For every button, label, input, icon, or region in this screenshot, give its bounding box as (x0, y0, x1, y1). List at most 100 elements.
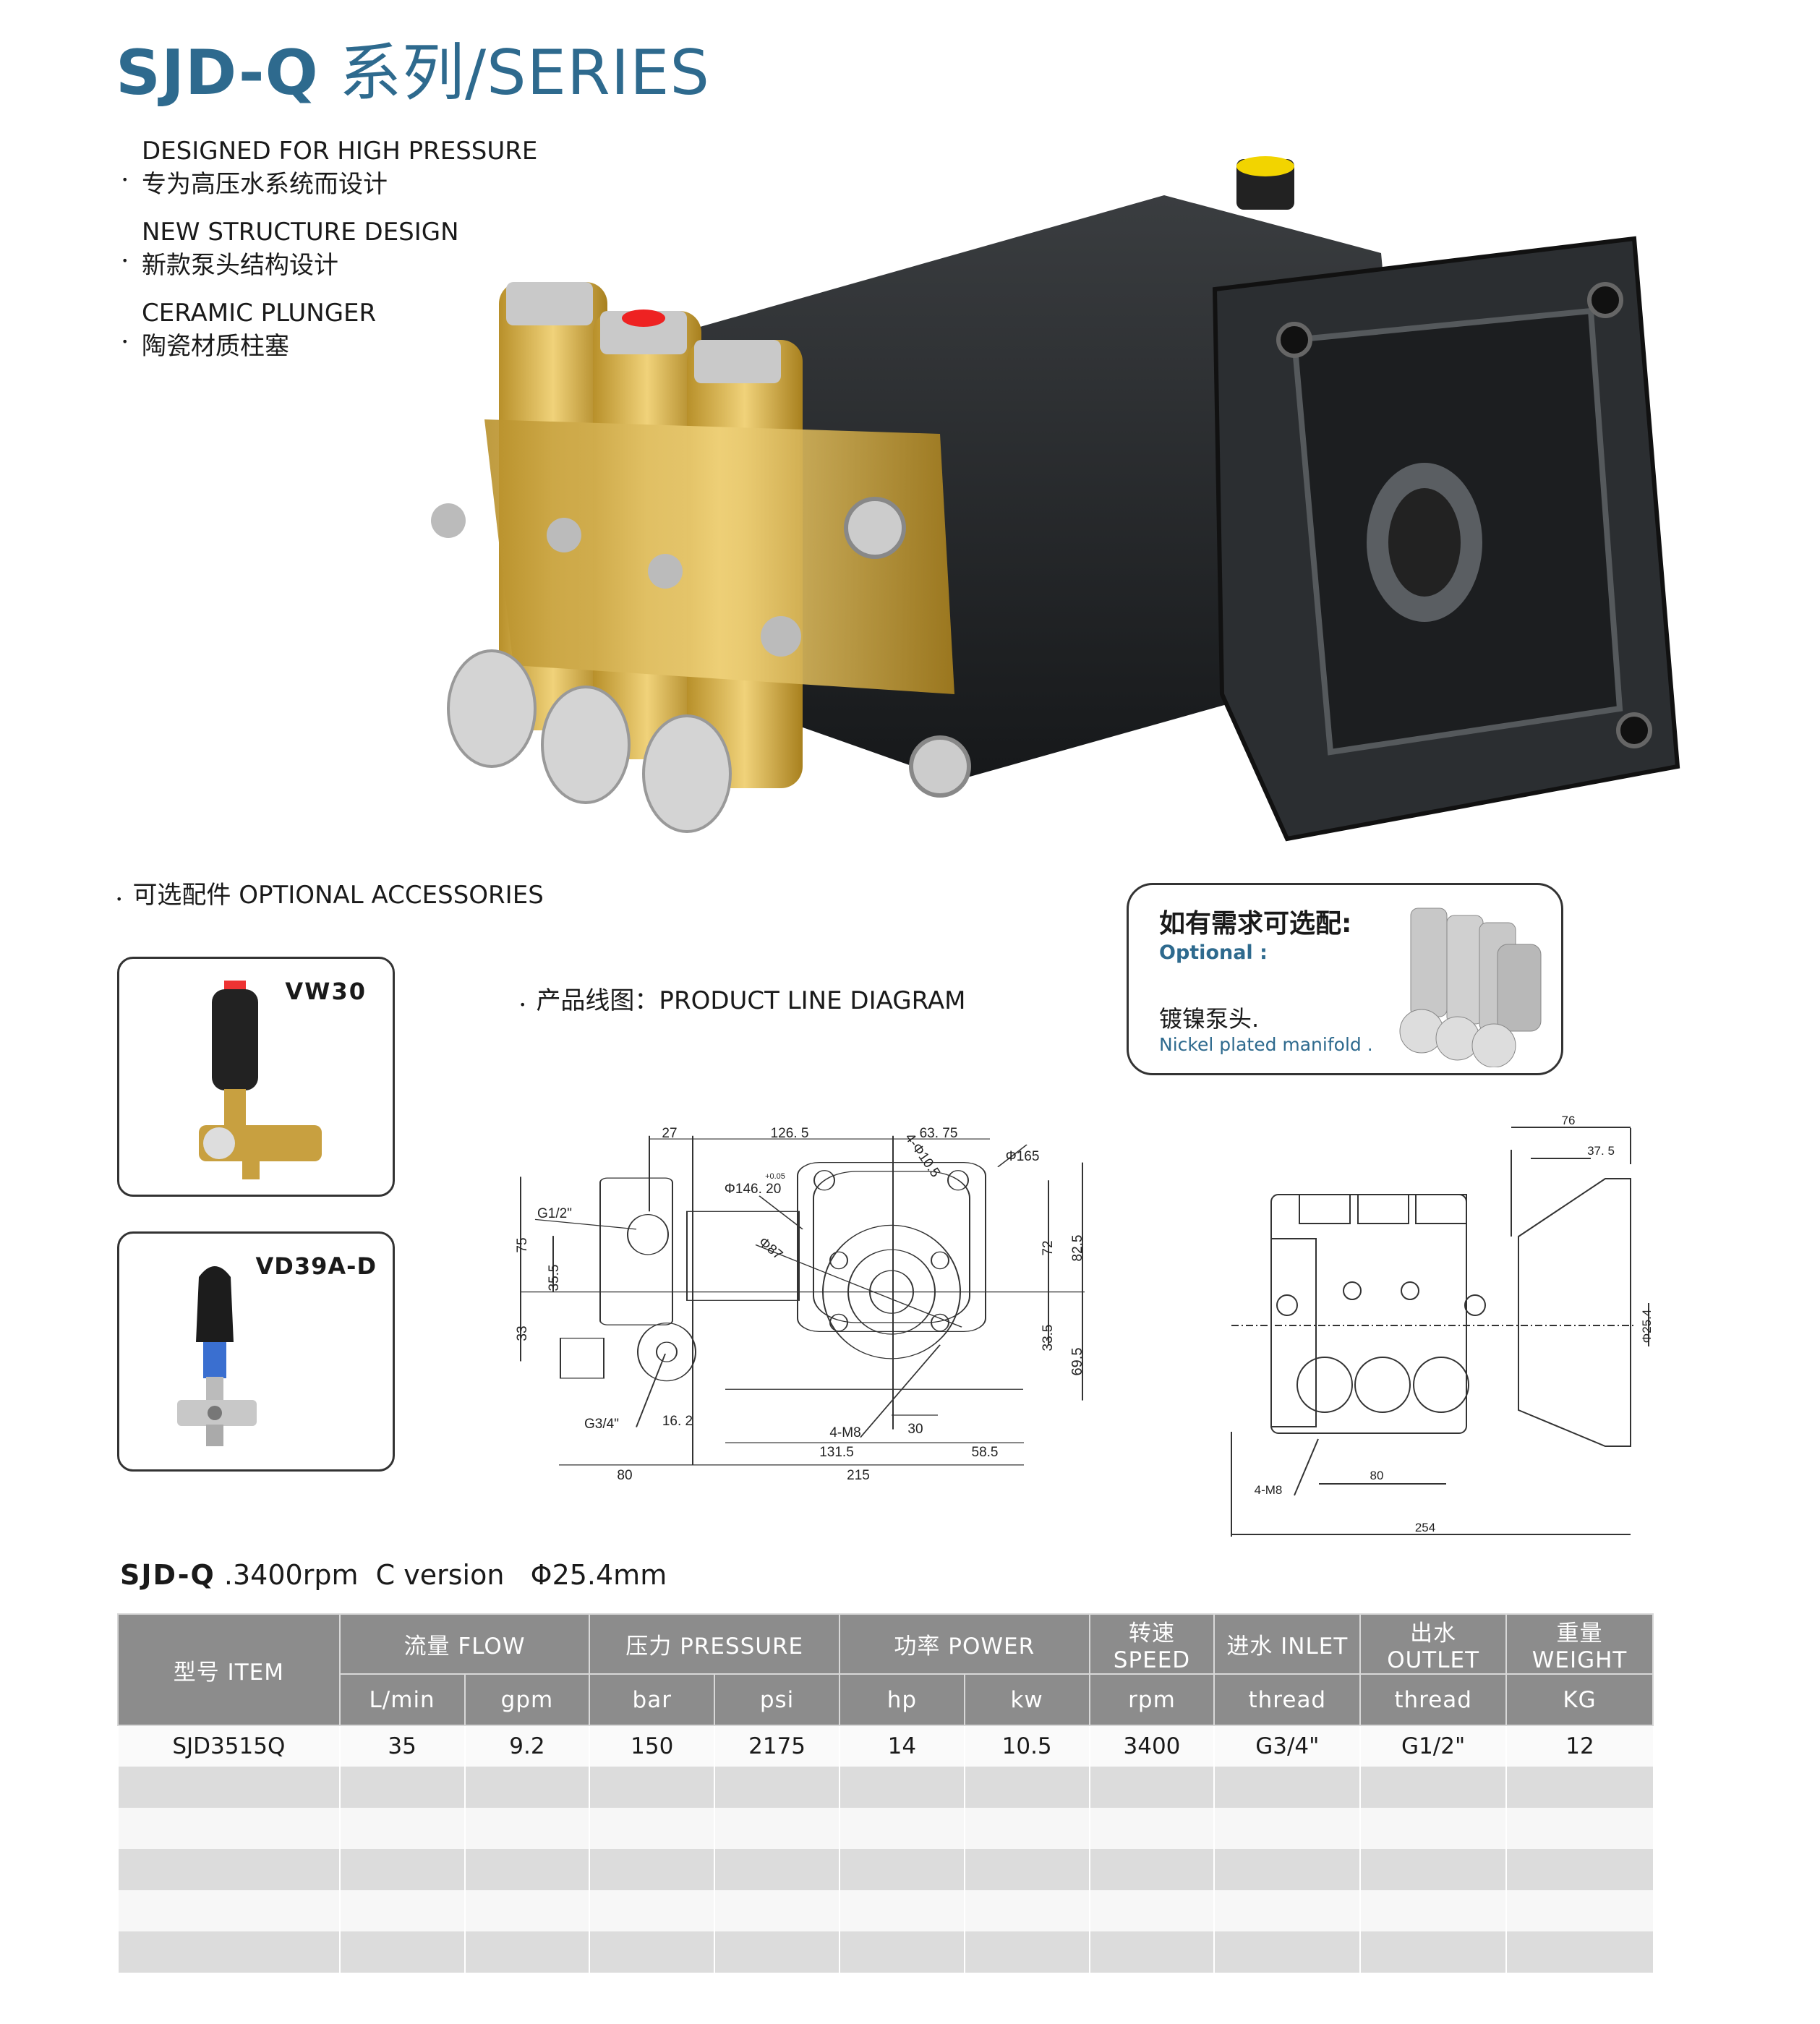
dim-label: 215 (847, 1468, 870, 1483)
dim-label: 58.5 (972, 1445, 999, 1460)
spec-details: .3400rpm C version Φ25.4mm (215, 1559, 667, 1591)
cell-flow-lmin: 35 (338, 1725, 465, 1767)
dim-label: G1/2" (537, 1206, 572, 1221)
dim-label: 69.5 (1069, 1348, 1085, 1376)
cell-pressure-bar: 150 (589, 1725, 715, 1767)
cell-weight: 12 (1505, 1725, 1653, 1767)
dim-label: 33.5 (1041, 1325, 1056, 1352)
title-model: SJD-Q (116, 37, 319, 109)
accessory-label: VW30 (285, 978, 367, 1005)
side-dimension-drawing: 76 37. 5 Φ25.4 4-M8 80 254 (1231, 1114, 1654, 1537)
bullet-icon: • (121, 335, 129, 349)
optional-en: Nickel plated manifold . (1159, 1034, 1373, 1055)
unit-hp: hp (839, 1673, 965, 1726)
dim-label: 37. 5 (1587, 1144, 1615, 1158)
dim-label: 35.5 (547, 1265, 562, 1291)
dim-label: 80 (617, 1468, 632, 1483)
unit-inlet-thread: thread (1213, 1673, 1362, 1726)
cell-outlet: G1/2" (1359, 1725, 1507, 1767)
dim-label: 126. 5 (771, 1126, 809, 1141)
vw30-valve-image (199, 981, 322, 1179)
spec-subtitle: SJD-Q .3400rpm C version Φ25.4mm (120, 1559, 667, 1591)
unit-bar: bar (589, 1673, 716, 1726)
cell-pressure-psi: 2175 (714, 1725, 839, 1767)
unit-gpm: gpm (463, 1673, 591, 1726)
dim-label: Φ25.4 (1640, 1310, 1654, 1344)
unit-kg: KG (1505, 1673, 1654, 1726)
dim-label: Φ146. 20 (725, 1182, 782, 1197)
optional-zh: 镀镍泵头. (1159, 1005, 1260, 1033)
unit-kw: kw (963, 1673, 1090, 1726)
dim-label: 63. 75 (920, 1126, 958, 1141)
table-row-empty (117, 1931, 1653, 1973)
title-series: 系列/SERIES (339, 37, 711, 109)
unit-lmin: L/min (338, 1673, 466, 1726)
table-row-empty (117, 1767, 1653, 1808)
header-power: 功率 POWER (839, 1613, 1090, 1675)
dim-label: G3/4" (584, 1417, 619, 1432)
spec-model: SJD-Q (120, 1559, 215, 1591)
vd39a-d-valve-image (177, 1266, 257, 1446)
dim-label: Φ165 (1006, 1149, 1040, 1164)
dim-label: 4-M8 (829, 1425, 860, 1440)
feature-item: • NEW STRUCTURE DESIGN 新款泵头结构设计 (121, 215, 459, 282)
dim-label: 27 (662, 1126, 677, 1141)
accessory-card-vw30[interactable]: VW30 (117, 957, 395, 1197)
feature-item: • CERAMIC PLUNGER 陶瓷材质柱塞 (121, 296, 376, 363)
table-row-empty (117, 1890, 1653, 1931)
bullet-icon: • (519, 998, 526, 1012)
diagram-heading-text: 产品线图：PRODUCT LINE DIAGRAM (536, 986, 966, 1015)
dim-label: 80 (1370, 1469, 1384, 1482)
dim-label: 4-M8 (1255, 1483, 1283, 1497)
front-dimension-drawing: 27 126. 5 63. 75 4-Φ10.5 Φ165 Φ146. 20 +… (515, 1126, 1085, 1483)
dim-label: 16. 2 (662, 1414, 693, 1429)
unit-psi: psi (714, 1673, 840, 1726)
header-pressure: 压力 PRESSURE (589, 1613, 840, 1675)
dim-label: 82.5 (1070, 1235, 1085, 1262)
cell-power-hp: 14 (839, 1725, 965, 1767)
header-outlet: 出水 OUTLET (1359, 1613, 1508, 1675)
header-weight: 重量 WEIGHT (1505, 1613, 1654, 1675)
optional-title: 如有需求可选配: (1159, 909, 1352, 939)
feature-en: NEW STRUCTURE DESIGN (142, 218, 459, 247)
feature-zh: 新款泵头结构设计 (142, 251, 338, 280)
accessory-card-vd39a-d[interactable]: VD39A-D (117, 1231, 395, 1472)
bullet-icon: • (121, 173, 129, 187)
accessories-heading: •可选配件 OPTIONAL ACCESSORIES (116, 875, 544, 910)
spec-table: 型号 ITEM 流量 FLOW 压力 PRESSURE 功率 POWER 转速 … (117, 1613, 1654, 1973)
feature-en: CERAMIC PLUNGER (142, 299, 377, 328)
unit-outlet-thread: thread (1359, 1673, 1508, 1726)
page-title: SJD-Q 系列/SERIES (116, 22, 710, 112)
cell-flow-gpm: 9.2 (463, 1725, 590, 1767)
dim-label: 30 (907, 1422, 923, 1437)
bullet-icon: • (121, 254, 129, 268)
feature-en: DESIGNED FOR HIGH PRESSURE (142, 137, 538, 166)
header-inlet: 进水 INLET (1213, 1613, 1362, 1675)
dim-label: 76 (1562, 1114, 1576, 1127)
unit-rpm: rpm (1088, 1673, 1216, 1726)
dim-label: 72 (1041, 1240, 1056, 1255)
pump-product-image (431, 156, 1680, 842)
dim-label: 131.5 (819, 1445, 854, 1460)
table-row-empty (117, 1849, 1653, 1890)
feature-zh: 陶瓷材质柱塞 (142, 332, 289, 361)
dim-label: 254 (1415, 1521, 1435, 1534)
cell-speed: 3400 (1088, 1725, 1215, 1767)
nickel-manifold-image (1399, 908, 1542, 1067)
header-flow: 流量 FLOW (338, 1613, 591, 1675)
bullet-icon: • (116, 892, 123, 906)
cell-power-kw: 10.5 (963, 1725, 1090, 1767)
optional-nickel-manifold-box: 如有需求可选配: Optional : 镀镍泵头. Nickel plated … (1127, 883, 1563, 1075)
header-item: 型号 ITEM (117, 1613, 341, 1726)
cell-inlet: G3/4" (1213, 1725, 1361, 1767)
feature-zh: 专为高压水系统而设计 (142, 170, 388, 199)
dim-label: +0.05 (765, 1172, 785, 1181)
header-speed: 转速 SPEED (1088, 1613, 1216, 1675)
table-row-empty (117, 1808, 1653, 1849)
diagram-heading: • 产品线图：PRODUCT LINE DIAGRAM (519, 981, 965, 1016)
table-row: SJD3515Q 35 9.2 150 2175 14 10.5 3400 G3… (117, 1725, 1653, 1767)
dim-label: 33 (515, 1325, 530, 1341)
dim-label: Φ87 (756, 1234, 785, 1263)
accessory-label: VD39A-D (255, 1252, 377, 1280)
feature-item: • DESIGNED FOR HIGH PRESSURE 专为高压水系统而设计 (121, 134, 537, 201)
